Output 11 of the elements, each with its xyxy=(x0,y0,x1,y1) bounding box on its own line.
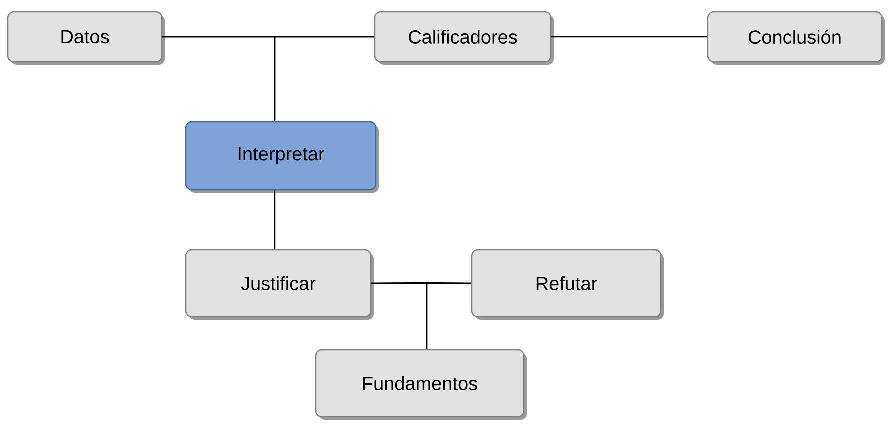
connector-line xyxy=(426,282,472,350)
process-box: Conclusión xyxy=(707,11,885,65)
process-box: Justificar xyxy=(185,249,374,320)
process-box: Fundamentos xyxy=(315,349,527,420)
process-box: Calificadores xyxy=(374,11,554,65)
process-box: Refutar xyxy=(471,249,664,320)
process-box: Datos xyxy=(7,11,166,65)
connector-line xyxy=(274,36,374,122)
connector-line xyxy=(274,190,276,250)
process-box: Interpretar xyxy=(185,121,379,193)
connector-line xyxy=(552,36,708,38)
